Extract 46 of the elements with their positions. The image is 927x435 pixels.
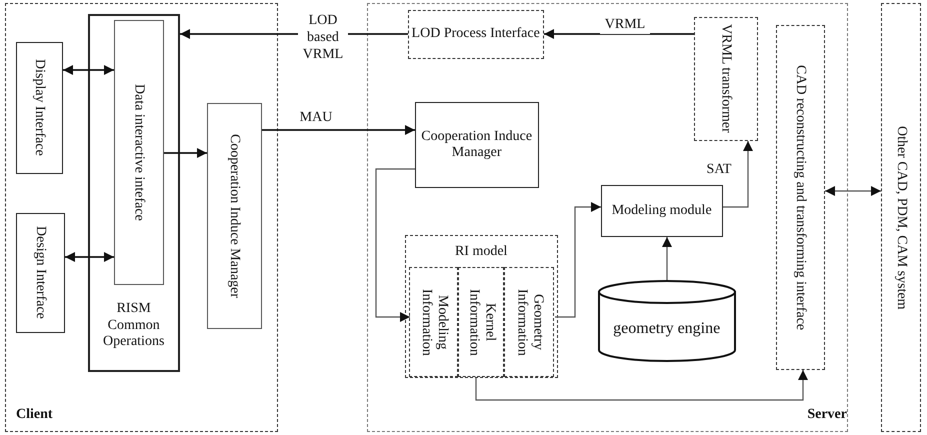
manager-box [206, 102, 262, 329]
region-label: Server [807, 406, 847, 423]
region-frame [5, 3, 278, 432]
node-label: Other CAD, PDM, CAM system [893, 126, 910, 310]
operations-box [88, 14, 180, 372]
node-label: Design Interface [32, 226, 48, 320]
arrow [375, 168, 415, 322]
info-box [504, 267, 554, 378]
interface-box [16, 212, 65, 333]
node-label: Display Interface [31, 59, 48, 156]
edge-label: VRML [600, 17, 650, 34]
arrow [544, 29, 694, 39]
info-box [409, 267, 458, 378]
model-group-box [404, 234, 558, 378]
node-label: VRML transformer [718, 24, 734, 134]
system-box [881, 3, 921, 432]
interface-box [114, 20, 164, 285]
arrow [475, 370, 808, 401]
arrow [723, 141, 753, 208]
module-box [600, 184, 723, 237]
node-label: Modeling module [612, 202, 712, 219]
info-box [458, 267, 504, 378]
node-label: geometry engine [613, 320, 720, 339]
node-label: RI model [454, 244, 508, 260]
arrow [63, 65, 114, 75]
node-label: Data interactive inteface [130, 84, 147, 221]
manager-box [414, 102, 539, 188]
interface-box [16, 42, 63, 174]
interface-box [408, 10, 544, 59]
arrow [164, 148, 207, 158]
node-label: Kernel Information [465, 288, 498, 358]
arrow [65, 252, 114, 262]
arrow [555, 202, 601, 318]
node-label: Geometry Information [513, 288, 546, 358]
interface-box [776, 24, 825, 370]
node-label: LOD Process Interface [412, 26, 540, 42]
arrow [825, 186, 881, 196]
node-label: Cooperation Induce Manager [420, 128, 534, 161]
node-label: Cooperation Induce Manager [226, 134, 242, 298]
node-label: RISM Common Operations [102, 301, 166, 350]
arrow [662, 237, 672, 280]
arrow [262, 125, 415, 135]
node-label: Modeling Information [418, 288, 450, 358]
node-label: CAD reconstructing and transforming interface [792, 64, 808, 330]
transformer-box [694, 16, 758, 141]
region-label: Client [16, 406, 53, 423]
